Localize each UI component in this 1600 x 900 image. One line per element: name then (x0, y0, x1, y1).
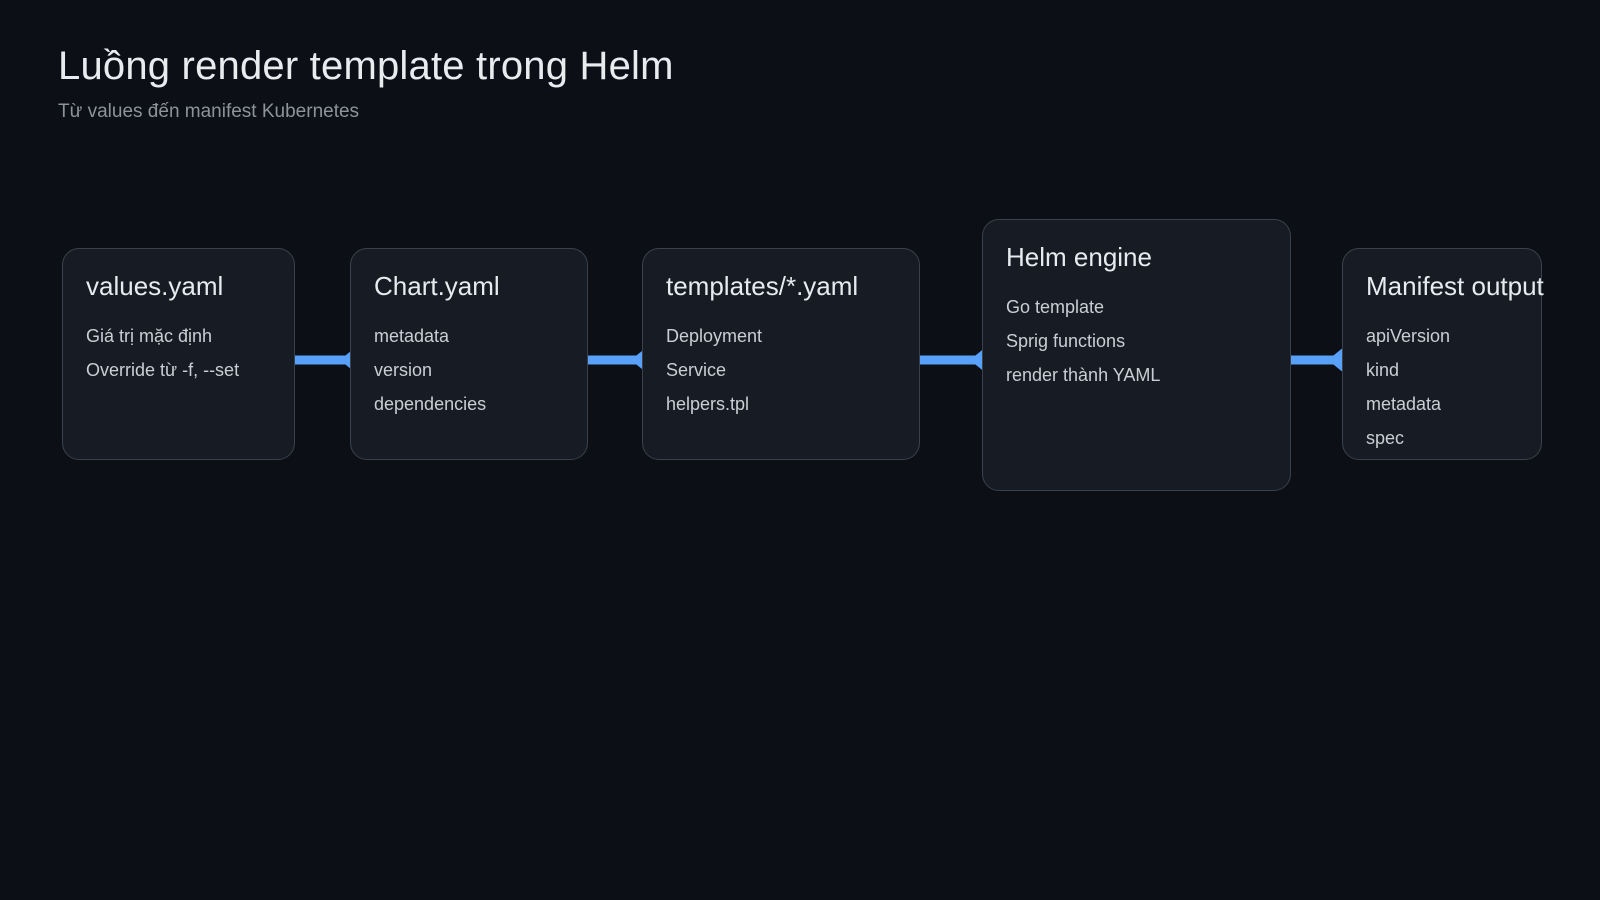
node-values-yaml: values.yaml Giá trị mặc định Override từ… (62, 248, 295, 460)
node-chart-yaml: Chart.yaml metadata version dependencies (350, 248, 588, 460)
node-item: Override từ -f, --set (86, 360, 240, 380)
header: Luồng render template trong Helm Từ valu… (58, 44, 674, 123)
node-item: spec (1366, 428, 1405, 448)
node-title: Manifest output (1366, 271, 1544, 301)
node-item: dependencies (374, 394, 487, 414)
node-item: Giá trị mặc định (86, 326, 213, 346)
node-item: Service (666, 360, 727, 380)
node-item: apiVersion (1366, 326, 1451, 346)
node-item: kind (1366, 360, 1400, 380)
node-title: Chart.yaml (374, 271, 500, 301)
node-item: metadata (374, 326, 450, 346)
node-title: Helm engine (1006, 242, 1152, 272)
node-templates-yaml: templates/*.yaml Deployment Service help… (642, 248, 920, 460)
page-title: Luồng render template trong Helm (58, 44, 674, 88)
node-item: render thành YAML (1006, 365, 1161, 385)
node-helm-engine: Helm engine Go template Sprig functions … (982, 219, 1291, 491)
node-title: templates/*.yaml (666, 271, 859, 301)
page-subtitle: Từ values đến manifest Kubernetes (58, 101, 360, 122)
node-item: Sprig functions (1006, 331, 1126, 351)
node-manifest-output: Manifest output apiVersion kind metadata… (1342, 248, 1544, 460)
node-item: metadata (1366, 394, 1442, 414)
node-item: Deployment (666, 326, 763, 346)
node-item: version (374, 360, 433, 380)
node-title: values.yaml (86, 271, 224, 301)
node-item: helpers.tpl (666, 394, 750, 414)
node-item: Go template (1006, 297, 1105, 317)
